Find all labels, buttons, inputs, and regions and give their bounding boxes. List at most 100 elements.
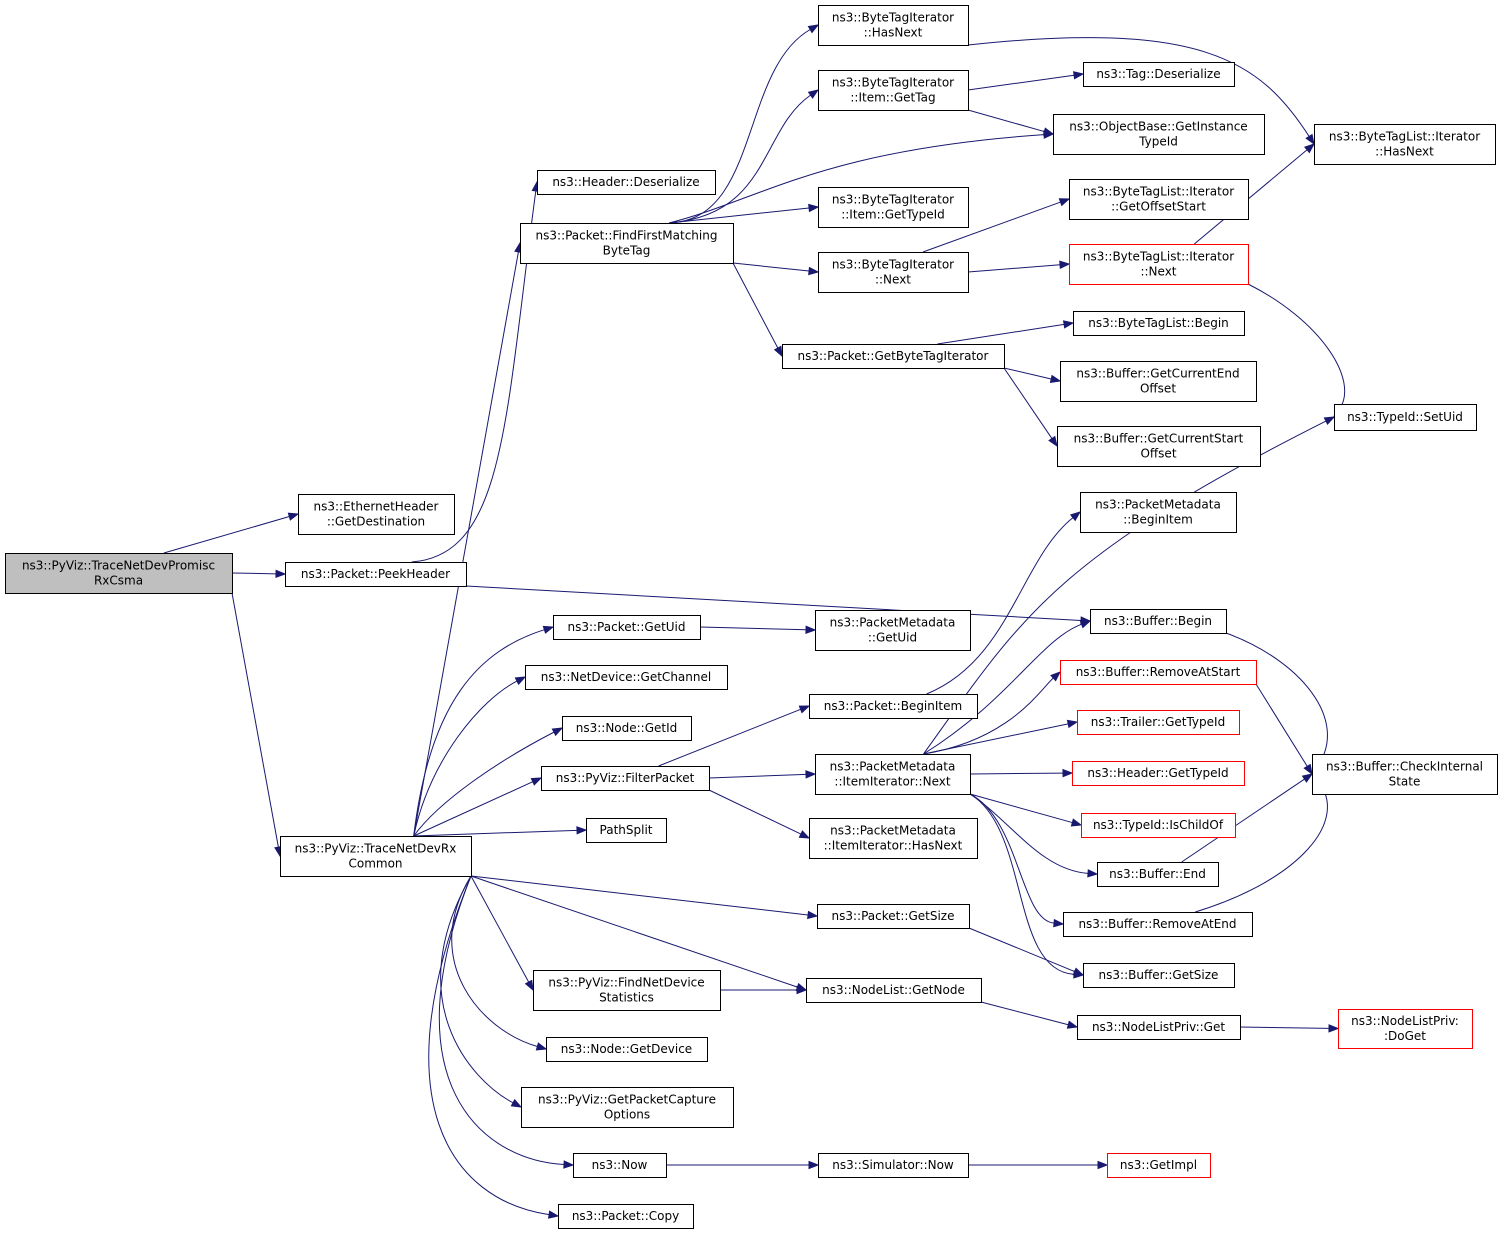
node-hdr-deser[interactable]: ns3::Header::Deserialize xyxy=(537,170,716,195)
call-edge-arrowhead xyxy=(563,1160,575,1169)
node-sim-now[interactable]: ns3::Simulator::Now xyxy=(818,1153,969,1178)
node-box xyxy=(541,766,710,791)
node-buf-rmend[interactable]: ns3::Buffer::RemoveAtEnd xyxy=(1063,912,1253,937)
node-box xyxy=(298,494,455,535)
node-bti-hasnext[interactable]: ns3::ByteTagIterator::HasNext xyxy=(818,5,969,46)
node-label: ns3::Header::Deserialize xyxy=(552,175,699,189)
call-edge-rxcommon-findnetdev xyxy=(470,875,530,983)
node-tid-setuid[interactable]: ns3::TypeId::SetUid xyxy=(1334,404,1477,431)
node-md-getuid[interactable]: ns3::PacketMetadata::GetUid xyxy=(815,610,971,651)
call-edge-arrowhead xyxy=(1062,320,1075,329)
node-box xyxy=(782,344,1005,369)
call-edge-rxcommon-getuid xyxy=(413,629,545,837)
node-pathsplit[interactable]: PathSplit xyxy=(586,818,667,843)
call-edge-getbtiter-buf_curstart xyxy=(1003,367,1053,439)
call-edge-findfirst-bti_item_gettid xyxy=(669,207,810,224)
node-now[interactable]: ns3::Now xyxy=(573,1153,667,1178)
call-edge-bti_hasnext-btl_it_hasnext xyxy=(967,37,1310,137)
node-buf-getsize[interactable]: ns3::Buffer::GetSize xyxy=(1083,963,1235,988)
node-btl-begin[interactable]: ns3::ByteTagList::Begin xyxy=(1073,311,1245,336)
node-nlp-get[interactable]: ns3::NodeListPriv::Get xyxy=(1077,1015,1241,1040)
node-box xyxy=(573,1153,667,1178)
node-getuid[interactable]: ns3::Packet::GetUid xyxy=(553,615,701,640)
node-beginitem[interactable]: ns3::Packet::BeginItem xyxy=(809,694,978,719)
node-buf-begin[interactable]: ns3::Buffer::Begin xyxy=(1090,609,1227,634)
node-md-beginitem[interactable]: ns3::PacketMetadata::BeginItem xyxy=(1080,492,1237,533)
node-buf-rmstart[interactable]: ns3::Buffer::RemoveAtStart xyxy=(1060,660,1257,685)
node-label: ns3::Buffer::GetCurrentStart xyxy=(1074,432,1244,446)
call-edge-arrowhead xyxy=(807,910,819,920)
node-box xyxy=(1097,862,1219,887)
node-filterpacket[interactable]: ns3::PyViz::FilterPacket xyxy=(541,766,710,791)
node-node-getid[interactable]: ns3::Node::GetId xyxy=(562,716,692,741)
node-ii-next[interactable]: ns3::PacketMetadata::ItemIterator::Next xyxy=(815,754,971,795)
node-pkt-getsize[interactable]: ns3::Packet::GetSize xyxy=(817,904,970,929)
node-box xyxy=(818,187,969,228)
node-trl-gettid[interactable]: ns3::Trailer::GetTypeId xyxy=(1077,710,1240,735)
node-btl-offstart[interactable]: ns3::ByteTagList::Iterator::GetOffsetSta… xyxy=(1069,179,1249,220)
call-edge-ii_next-hdr_gettid xyxy=(969,772,1064,775)
call-edge-ii_next-buf_begin xyxy=(923,623,1082,755)
node-label: ns3::Packet::GetByteTagIterator xyxy=(798,349,989,363)
node-label: Common xyxy=(348,857,402,871)
node-nlp-doget[interactable]: ns3::NodeListPriv::DoGet xyxy=(1338,1009,1473,1049)
call-edge-root-rxcommon xyxy=(231,592,279,848)
node-bti-next[interactable]: ns3::ByteTagIterator::Next xyxy=(818,252,969,293)
call-edge-bti_item_gettag-tag_deser xyxy=(967,74,1075,91)
node-label: ::ItemIterator::Next xyxy=(834,775,950,789)
node-label: ns3::ByteTagList::Begin xyxy=(1088,316,1229,330)
node-nl-getnode[interactable]: ns3::NodeList::GetNode xyxy=(806,978,982,1003)
node-label: ::GetUid xyxy=(868,631,917,645)
node-peekheader[interactable]: ns3::Packet::PeekHeader xyxy=(285,562,467,587)
call-edge-getbtiter-btl_begin xyxy=(937,323,1065,345)
call-edge-arrowhead xyxy=(796,985,808,995)
call-edge-rxcommon-getpktcap xyxy=(440,875,514,1104)
node-box xyxy=(806,978,982,1003)
call-edge-arrowhead xyxy=(535,1042,548,1051)
call-edge-arrowhead xyxy=(805,625,817,634)
node-copy[interactable]: ns3::Packet::Copy xyxy=(558,1204,694,1229)
call-edge-ii_next-buf_rmend xyxy=(969,793,1055,924)
node-tag-deser[interactable]: ns3::Tag::Deserialize xyxy=(1083,62,1235,87)
call-edge-arrowhead xyxy=(275,569,287,579)
node-label: ns3::ByteTagList::Iterator xyxy=(1083,250,1234,264)
node-getimpl[interactable]: ns3::GetImpl xyxy=(1107,1153,1211,1178)
node-getdevice[interactable]: ns3::Node::GetDevice xyxy=(546,1037,708,1062)
node-label: ns3::Simulator::Now xyxy=(832,1158,954,1172)
node-label: ns3::Packet::GetUid xyxy=(567,620,685,634)
node-tid-ischild[interactable]: ns3::TypeId::IsChildOf xyxy=(1081,813,1236,838)
node-hdr-gettid[interactable]: ns3::Header::GetTypeId xyxy=(1072,761,1245,786)
node-label: ::Next xyxy=(875,273,911,287)
node-label: ns3::PacketMetadata xyxy=(830,824,956,838)
call-edge-arrowhead xyxy=(1049,374,1062,383)
node-label: ns3::PyViz::FindNetDevice xyxy=(548,976,704,990)
node-ii-hasnext[interactable]: ns3::PacketMetadata::ItemIterator::HasNe… xyxy=(809,818,978,859)
node-box xyxy=(533,970,721,1011)
node-bti-item-gettag[interactable]: ns3::ByteTagIterator::Item::GetTag xyxy=(818,70,969,111)
node-getbtiter[interactable]: ns3::Packet::GetByteTagIterator xyxy=(782,344,1005,369)
node-buf-end[interactable]: ns3::Buffer::End xyxy=(1097,862,1219,887)
node-label: ns3::NetDevice::GetChannel xyxy=(541,670,711,684)
node-btl-next[interactable]: ns3::ByteTagList::Iterator::Next xyxy=(1069,244,1249,285)
node-label: ::GetDestination xyxy=(327,515,425,529)
node-btl-it-hasnext[interactable]: ns3::ByteTagList::Iterator::HasNext xyxy=(1314,124,1496,165)
node-label: ns3::Node::GetDevice xyxy=(561,1042,692,1056)
node-box xyxy=(1060,660,1257,685)
node-bti-item-gettid[interactable]: ns3::ByteTagIterator::Item::GetTypeId xyxy=(818,187,969,228)
call-edge-buf_end-buf_checkint xyxy=(1181,778,1305,863)
call-edge-rxcommon-filterpacket xyxy=(413,781,534,837)
node-getchannel[interactable]: ns3::NetDevice::GetChannel xyxy=(525,665,728,690)
node-eth-getdest[interactable]: ns3::EthernetHeader::GetDestination xyxy=(298,494,455,535)
node-label: ::BeginItem xyxy=(1123,513,1193,527)
node-label: ns3::Now xyxy=(592,1158,648,1172)
node-label: ::GetOffsetStart xyxy=(1111,200,1206,214)
